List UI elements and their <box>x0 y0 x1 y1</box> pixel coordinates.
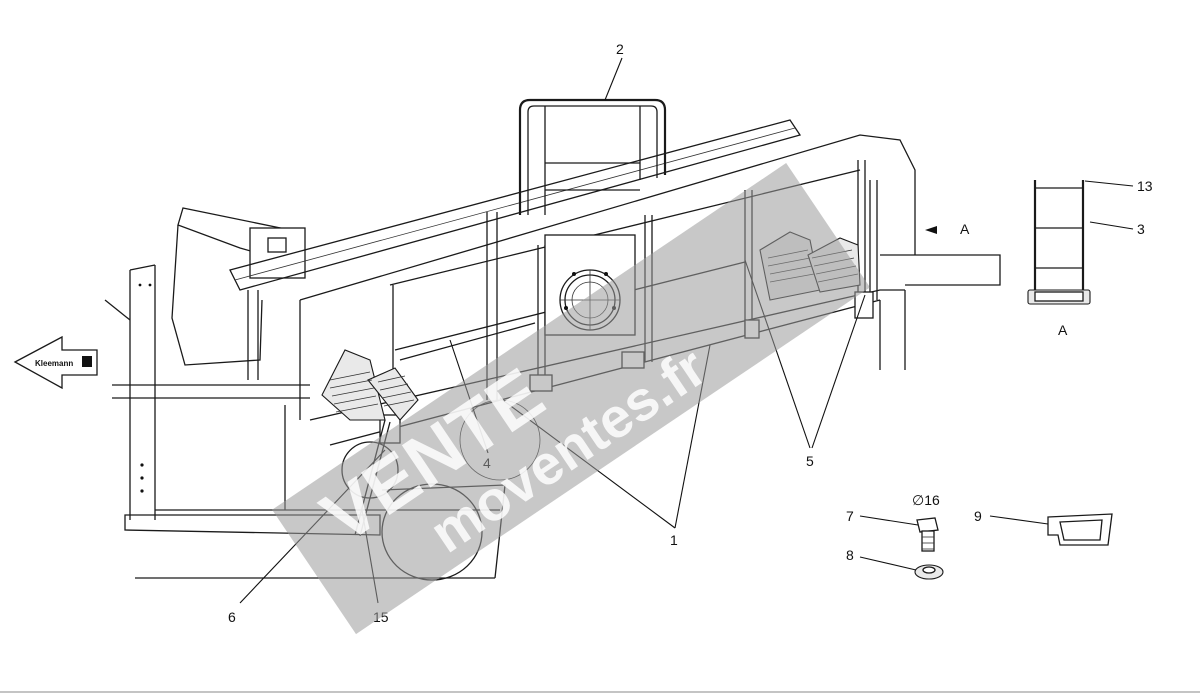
bolt-part <box>916 517 939 552</box>
top-ladder <box>518 98 667 215</box>
view-a-marker-letter: A <box>960 221 970 237</box>
step-part <box>1047 513 1113 546</box>
side-ladder-view-a <box>1027 180 1091 305</box>
nut-part <box>914 564 944 580</box>
callout-5: 5 <box>806 453 814 469</box>
callout-7: 7 <box>846 508 854 524</box>
callout-1: 1 <box>670 532 678 548</box>
callout-13: 13 <box>1137 178 1153 194</box>
feed-chute <box>171 207 306 380</box>
callout-8: 8 <box>846 547 854 563</box>
callout-3: 3 <box>1137 221 1145 237</box>
view-a-marker: A A <box>925 221 1068 338</box>
callout-2: 2 <box>616 41 624 57</box>
dimension-label: ∅16 <box>912 492 940 508</box>
spring-assembly-left <box>321 349 419 421</box>
callout-6: 6 <box>228 609 236 625</box>
kleemann-logo-text: Kleemann <box>35 359 73 368</box>
kleemann-direction-arrow: Kleemann <box>13 335 98 390</box>
callout-9: 9 <box>974 508 982 524</box>
view-a-label: A <box>1058 322 1068 338</box>
